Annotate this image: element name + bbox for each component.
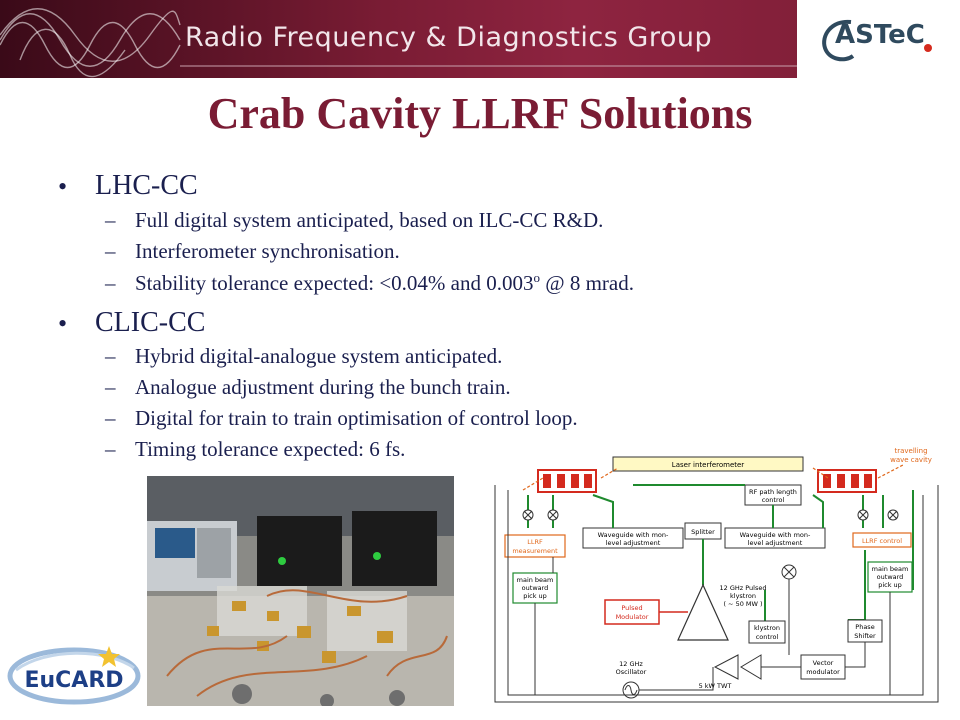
- star-icon: [98, 646, 120, 667]
- llrf-block-diagram: Laser interferometer travelling wave cav…: [483, 440, 955, 715]
- svg-text:measurement: measurement: [512, 547, 558, 555]
- svg-text:LLRF control: LLRF control: [862, 537, 902, 545]
- svg-text:pick up: pick up: [878, 581, 902, 589]
- svg-text:Shifter: Shifter: [854, 632, 876, 640]
- bullet-icon: •: [58, 309, 68, 338]
- svg-text:main beam: main beam: [872, 565, 909, 573]
- svg-text:level adjustment: level adjustment: [748, 539, 803, 547]
- list-item: –Hybrid digital-analogue system anticipa…: [105, 344, 503, 368]
- svg-text:( ~ 50 MW ): ( ~ 50 MW ): [723, 600, 762, 608]
- logo-dot: [924, 44, 932, 52]
- list-item: –Stability tolerance expected: <0.04% an…: [105, 270, 634, 295]
- svg-text:pick up: pick up: [523, 592, 547, 600]
- list-item: –Timing tolerance expected: 6 fs.: [105, 437, 406, 461]
- svg-text:klystron: klystron: [730, 592, 756, 600]
- svg-text:5 kW TWT: 5 kW TWT: [699, 682, 732, 690]
- svg-text:klystron: klystron: [754, 624, 780, 632]
- svg-text:Waveguide with mon-: Waveguide with mon-: [598, 531, 669, 539]
- eucard-logo: EuCARD: [7, 646, 141, 705]
- svg-text:outward: outward: [522, 584, 549, 592]
- svg-text:control: control: [762, 496, 785, 504]
- svg-text:Waveguide with mon-: Waveguide with mon-: [740, 531, 811, 539]
- hardware-photo: [147, 476, 454, 706]
- svg-text:RF path length: RF path length: [749, 488, 797, 496]
- group-name: Radio Frequency & Diagnostics Group: [185, 22, 713, 53]
- sine-waves-graphic: [0, 8, 800, 78]
- svg-text:Pulsed: Pulsed: [621, 604, 642, 612]
- svg-text:12 GHz: 12 GHz: [619, 660, 643, 668]
- list-item: –Digital for train to train optimisation…: [105, 406, 578, 430]
- svg-text:outward: outward: [877, 573, 904, 581]
- list-item: –Analogue adjustment during the bunch tr…: [105, 375, 511, 399]
- eucard-logo-text: EuCARD: [24, 668, 123, 693]
- section-heading-clic: CLIC-CC: [95, 307, 206, 338]
- svg-text:travelling: travelling: [894, 447, 927, 455]
- list-item: –Full digital system anticipated, based …: [105, 208, 604, 232]
- svg-text:Splitter: Splitter: [691, 528, 715, 536]
- astec-swoosh-icon: [822, 19, 855, 62]
- laser-interferometer-block: [612, 456, 804, 472]
- svg-text:Modulator: Modulator: [616, 613, 649, 621]
- right-cavity: [817, 469, 877, 493]
- header-banner: Radio Frequency & Diagnostics Group ASTe…: [0, 0, 960, 78]
- bullet-icon: •: [58, 172, 68, 201]
- svg-text:control: control: [756, 633, 779, 641]
- svg-text:Oscillator: Oscillator: [616, 668, 647, 676]
- svg-text:level adjustment: level adjustment: [606, 539, 661, 547]
- svg-text:Phase: Phase: [855, 623, 874, 631]
- svg-text:main beam: main beam: [517, 576, 554, 584]
- astec-logo-text: ASTeC: [835, 20, 925, 50]
- svg-text:12 GHz Pulsed: 12 GHz Pulsed: [720, 584, 767, 592]
- list-item: –Interferometer synchronisation.: [105, 239, 400, 263]
- astec-logo: ASTeC: [797, 0, 960, 78]
- svg-text:Laser interferometer: Laser interferometer: [672, 461, 745, 469]
- svg-text:modulator: modulator: [806, 668, 840, 676]
- section-heading-lhc: LHC-CC: [95, 170, 198, 201]
- svg-text:Vector: Vector: [813, 659, 834, 667]
- svg-text:LLRF: LLRF: [527, 538, 543, 546]
- slide-title: Crab Cavity LLRF Solutions: [207, 89, 753, 138]
- svg-text:wave cavity: wave cavity: [890, 456, 932, 464]
